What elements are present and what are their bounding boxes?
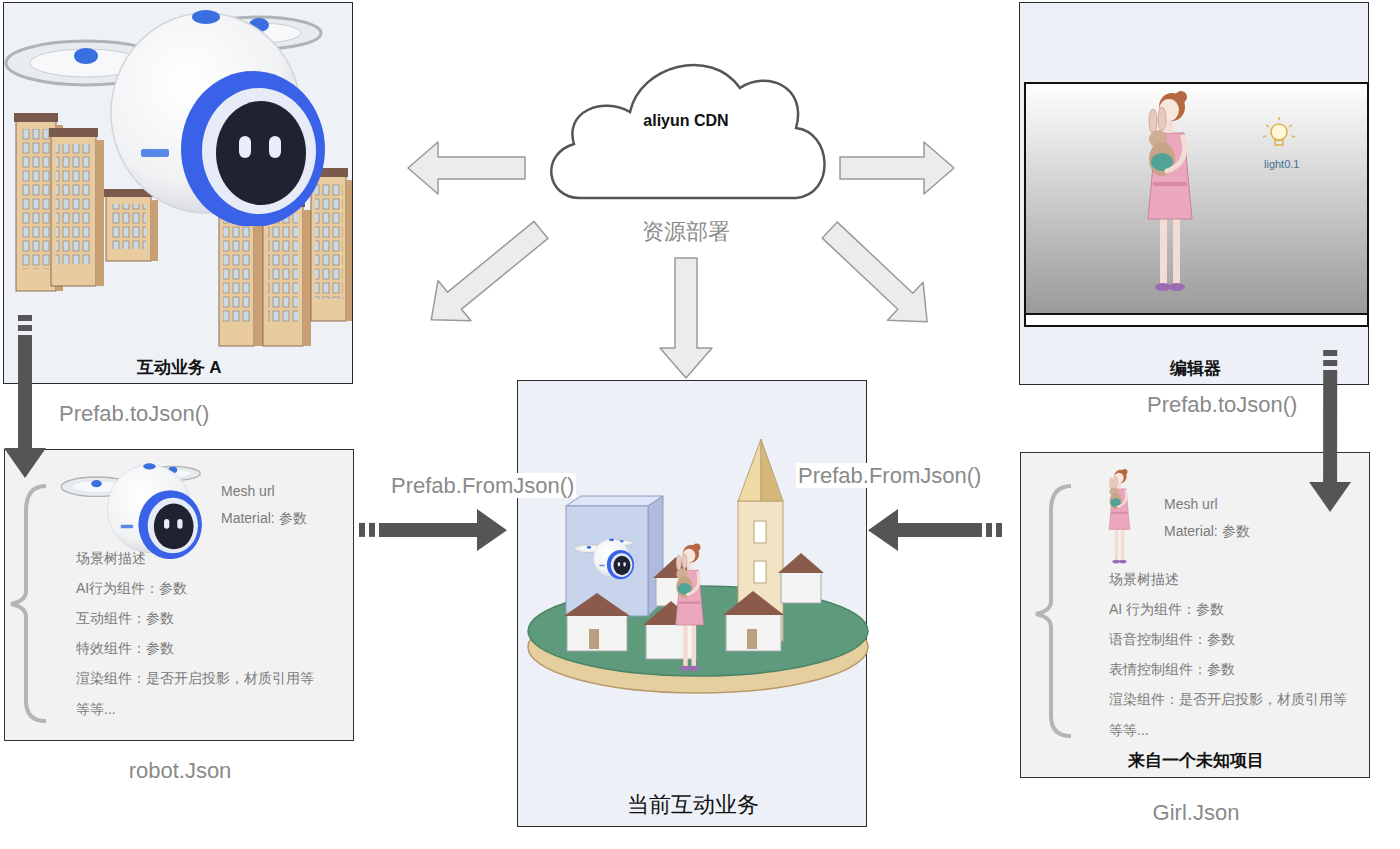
text-slot: 渲染组件：是否开启投影，材质引用等	[76, 668, 314, 689]
field-text: 等等...	[1109, 722, 1149, 738]
arrow-tail-mark	[986, 523, 992, 537]
solid-arrow	[379, 509, 507, 551]
field-text: Mesh url	[1164, 496, 1218, 512]
text-slot: Prefab.toJson()	[1145, 391, 1299, 420]
text-slot: 语音控制组件：参数	[1109, 629, 1235, 650]
block-arrow	[408, 142, 525, 194]
field-text: AI 行为组件：参数	[1109, 601, 1224, 617]
text-slot: 场景树描述	[1109, 569, 1179, 590]
text-slot: 来自一个未知项目	[1021, 750, 1371, 772]
solid-arrow	[868, 509, 982, 551]
scene-panel: 当前互动业务	[517, 380, 867, 827]
field-text: Material: 参数	[1164, 523, 1250, 539]
text-slot: 编辑器	[1020, 358, 1370, 380]
json-panel: Mesh urlMaterial: 参数场景树描述 AI 行为组件：参数语音控制组…	[1020, 452, 1370, 778]
panel-caption: 互动业务 A	[137, 358, 222, 377]
solid-arrow	[4, 335, 46, 478]
business-panel: 互动业务 A	[3, 2, 353, 384]
field-text: AI行为组件：参数	[76, 580, 187, 596]
field-text: 渲染组件：是否开启投影，材质引用等	[76, 670, 314, 686]
text-slot: Material: 参数	[221, 508, 307, 529]
cloud-title: aliyun CDN	[643, 112, 728, 129]
field-text: Mesh url	[221, 483, 275, 499]
file-name: Girl.Json	[1153, 800, 1240, 825]
json-illustration	[5, 450, 355, 742]
arrow-tail-mark	[369, 523, 375, 537]
hollow-arrow	[822, 222, 927, 322]
text-slot: AI 行为组件：参数	[1109, 599, 1224, 620]
field-text: 语音控制组件：参数	[1109, 631, 1235, 647]
text-slot: 资源部署	[540, 218, 832, 247]
block-arrow	[868, 509, 1002, 551]
hollow-arrow	[660, 258, 712, 378]
scene-illustration	[518, 381, 868, 828]
panel-caption: 来自一个未知项目	[1128, 751, 1264, 770]
field-text: 场景树描述	[1109, 571, 1179, 587]
json-panel: Mesh urlMaterial: 参数场景树描述 AI行为组件：参数互动组件：参…	[4, 449, 354, 741]
arrow-tail-mark	[1323, 360, 1337, 366]
text-slot: 当前互动业务	[518, 791, 868, 820]
editor-screenshot	[1020, 3, 1370, 386]
text-slot: Girl.Json	[1021, 799, 1371, 828]
field-text: 表情控制组件：参数	[1109, 661, 1235, 677]
light-label: light0.1	[1262, 158, 1301, 170]
text-slot: Mesh url	[1164, 494, 1218, 515]
field-text: 场景树描述	[76, 550, 146, 566]
cloud-caption: 资源部署	[642, 219, 730, 244]
text-slot: Mesh url	[221, 481, 275, 502]
hollow-arrow	[840, 142, 954, 194]
text-slot: aliyun CDN	[540, 111, 832, 132]
text-slot: 场景树描述	[76, 548, 146, 569]
cdn-cloud: aliyun CDN资源部署	[540, 42, 832, 202]
solid-arrow	[1309, 370, 1351, 512]
text-slot: 表情控制组件：参数	[1109, 659, 1235, 680]
arrow-tail-mark	[996, 523, 1002, 537]
arrow-tail-mark	[18, 325, 32, 331]
editor-panel: 编辑器	[1019, 2, 1369, 385]
text-slot: 特效组件：参数	[76, 638, 174, 659]
file-name: robot.Json	[129, 758, 232, 783]
text-slot: AI行为组件：参数	[76, 578, 187, 599]
block-arrow	[359, 509, 507, 551]
field-text: 特效组件：参数	[76, 640, 174, 656]
text-slot: 渲染组件：是否开启投影，材质引用等	[1109, 689, 1347, 710]
hollow-arrow	[431, 221, 548, 320]
robot-city-illustration	[4, 3, 354, 385]
field-text: Material: 参数	[221, 510, 307, 526]
text-slot: 互动组件：参数	[76, 608, 174, 629]
field-text: 渲染组件：是否开启投影，材质引用等	[1109, 691, 1347, 707]
block-arrow	[822, 222, 927, 322]
block-arrow	[1309, 350, 1351, 512]
panel-caption: 当前互动业务	[627, 792, 759, 817]
text-slot: robot.Json	[5, 757, 355, 786]
panel-caption: 编辑器	[1170, 359, 1221, 378]
edge-label: Prefab.toJson()	[57, 401, 211, 426]
text-slot: Material: 参数	[1164, 521, 1250, 542]
edge-label: Prefab.FromJson()	[389, 473, 576, 498]
block-arrow	[4, 315, 46, 478]
text-slot: 等等...	[1109, 720, 1149, 741]
hollow-arrow	[408, 142, 525, 194]
arrow-tail-mark	[359, 523, 365, 537]
block-arrow	[840, 142, 954, 194]
field-text: 互动组件：参数	[76, 610, 174, 626]
text-slot: Prefab.FromJson()	[796, 462, 983, 491]
text-slot: Prefab.FromJson()	[389, 472, 576, 501]
arrow-tail-mark	[18, 315, 32, 321]
text-slot: 互动业务 A	[4, 357, 354, 379]
block-arrow	[660, 258, 712, 378]
text-slot: light0.1	[1262, 153, 1301, 174]
field-text: 等等...	[76, 701, 116, 717]
edge-label: Prefab.toJson()	[1145, 392, 1299, 417]
arrow-tail-mark	[1323, 350, 1337, 356]
light-bulb-icon	[1263, 117, 1295, 145]
edge-label: Prefab.FromJson()	[796, 463, 983, 488]
text-slot: Prefab.toJson()	[57, 400, 211, 429]
text-slot: 等等...	[76, 699, 116, 720]
block-arrow	[431, 221, 548, 320]
